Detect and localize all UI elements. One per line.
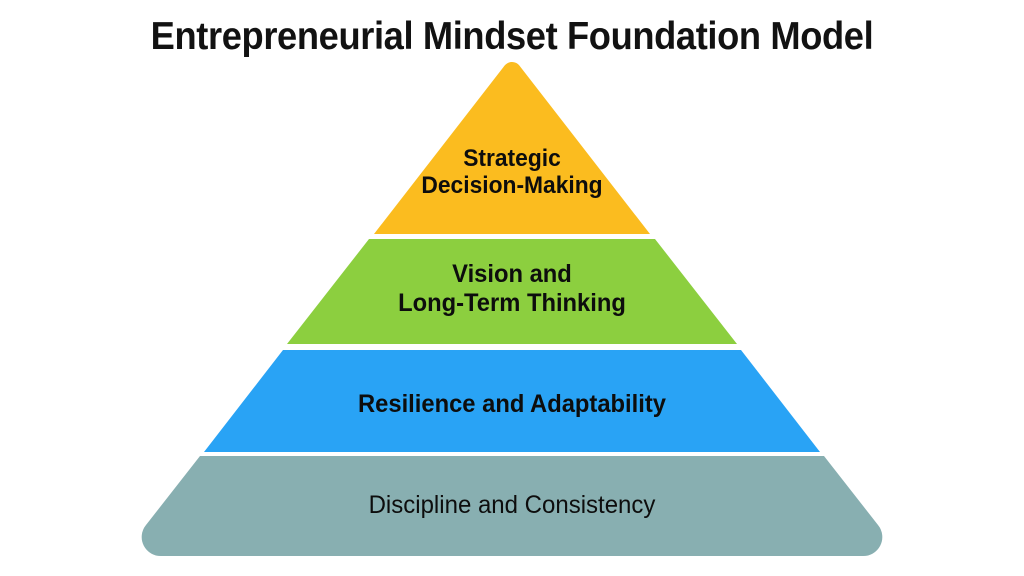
- pyramid-level-2-label: Vision and Long-Term Thinking: [398, 260, 626, 317]
- pyramid-level-3-label: Resilience and Adaptability: [358, 390, 666, 418]
- pyramid-level-4-label: Discipline and Consistency: [368, 491, 656, 519]
- pyramid-level-1-label: Strategic Decision-Making: [421, 145, 603, 200]
- page-title: Entrepreneurial Mindset Foundation Model: [150, 15, 874, 58]
- pyramid-level-3-shape[interactable]: [204, 350, 820, 452]
- pyramid-level-4-shape[interactable]: [141, 456, 883, 557]
- pyramid-level-2-shape[interactable]: [287, 239, 737, 344]
- pyramid-level-1-shape[interactable]: [374, 62, 650, 234]
